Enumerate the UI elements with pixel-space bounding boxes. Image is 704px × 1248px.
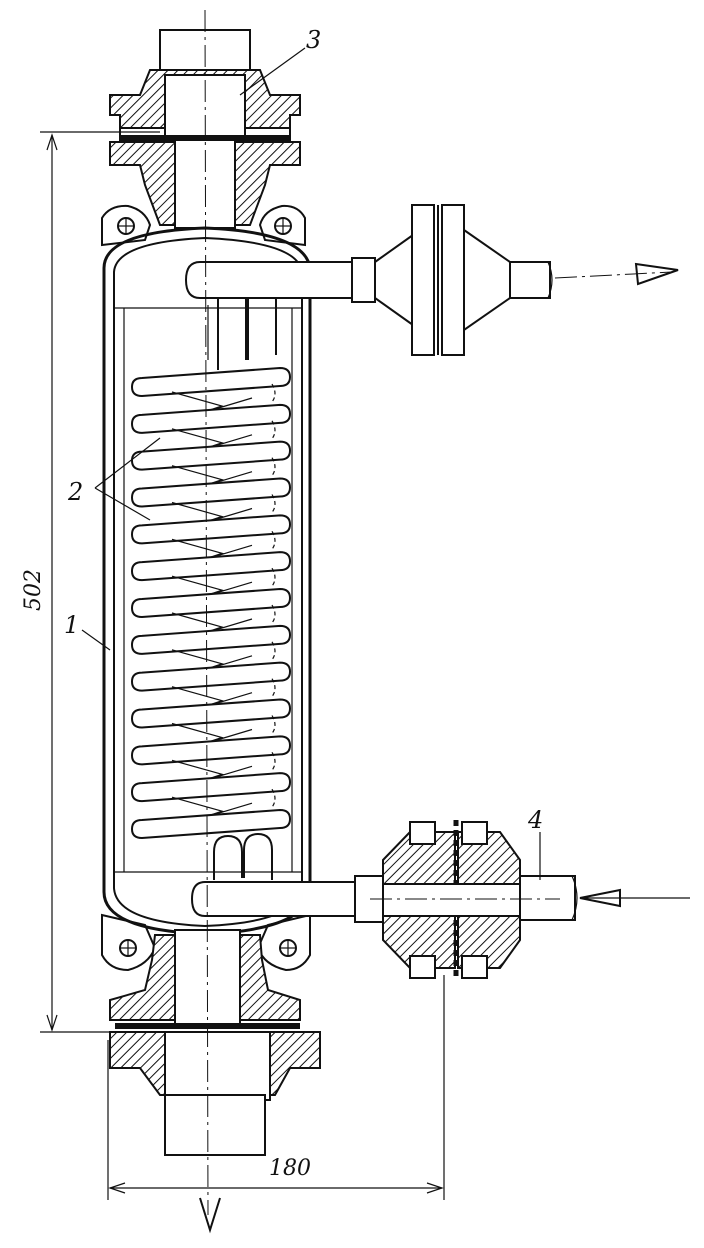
coil-hidden-edge (271, 494, 276, 513)
helical-coil (130, 366, 292, 840)
bottom-inlet (190, 820, 690, 980)
coil-turn (130, 698, 292, 729)
coil-hidden-edge (271, 752, 276, 771)
coil-turn (130, 772, 292, 803)
coil-turn (130, 440, 292, 471)
height-dimension (40, 131, 165, 1033)
coil-turn (130, 403, 292, 434)
coil-hidden-edge (271, 678, 276, 698)
coil-turn (130, 551, 292, 582)
coil-hidden-edge (271, 567, 276, 587)
coil-turn (130, 624, 292, 655)
coil-hidden-edge (271, 457, 276, 477)
part-label-3: 3 (306, 26, 321, 54)
coil-hidden-edge (271, 604, 276, 624)
coil-hidden-edge (271, 715, 276, 734)
width-dimension (107, 975, 445, 1200)
top-outlet (184, 204, 679, 370)
coil-turn (130, 661, 292, 692)
coil-turn (130, 477, 292, 508)
width-dimension-value: 180 (269, 1156, 311, 1181)
coil-turn (130, 366, 292, 398)
coil-hidden-edge (271, 383, 276, 403)
coil-turn (130, 514, 292, 545)
coil-hidden-edge (271, 531, 276, 550)
part-label-2: 2 (67, 478, 83, 506)
coil-turn (130, 587, 292, 619)
coil-hidden-edge (271, 420, 276, 440)
part-label-1: 1 (64, 611, 79, 639)
height-dimension-value: 502 (21, 569, 46, 611)
coil-hidden-edge (271, 641, 276, 661)
part-label-4: 4 (527, 806, 543, 834)
coil-turn (130, 808, 292, 840)
leader-lines (81, 47, 541, 880)
vertical-centerline (204, 9, 209, 1216)
coil-turn (130, 735, 292, 766)
coil-hidden-edge (271, 788, 276, 808)
